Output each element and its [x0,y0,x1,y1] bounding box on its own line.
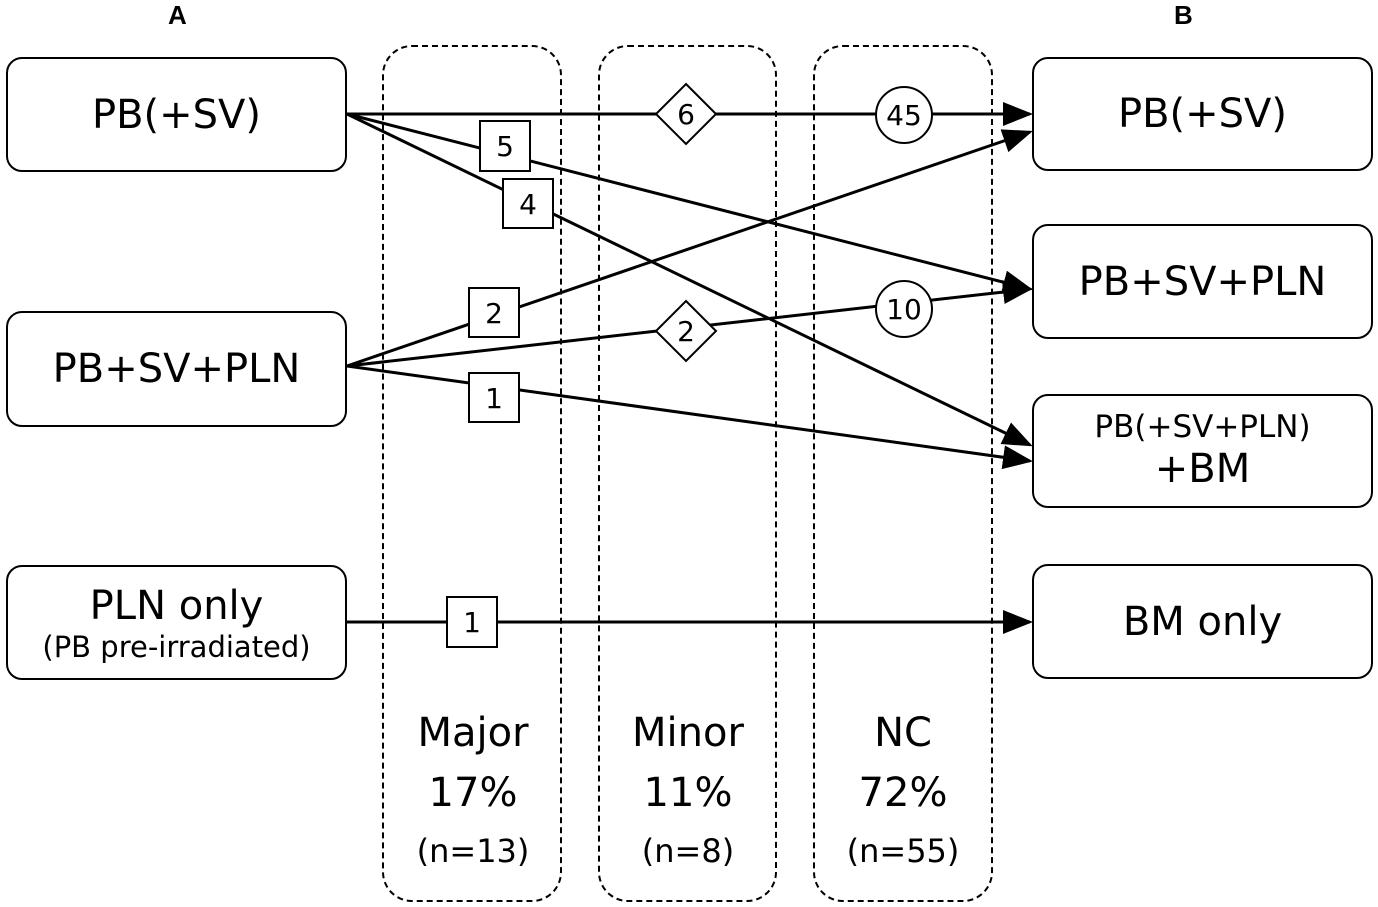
box-label: PB(+SV) [1117,91,1288,137]
box-sublabel: (PB pre-irradiated) [42,629,311,664]
count-label: 10 [886,293,922,326]
count-marker-circle: 10 [875,280,933,338]
right-box-pb-sv: PB(+SV) [1032,57,1373,171]
zone-percent: 72% [858,770,948,816]
zone-percent: 17% [428,770,518,816]
line-pbsvpln-to-pbsv [346,129,1033,368]
zone-percent: 11% [643,770,733,816]
count-marker-square: 1 [446,596,498,648]
zone-label-minor: Minor 11% (n=8) [588,703,788,879]
count-label: 5 [496,130,514,163]
count-label: 4 [519,188,537,221]
count-marker-circle: 45 [875,86,933,144]
line-pbsvpln-to-bm [346,364,1033,470]
zone-minor [598,45,777,902]
count-marker-square: 5 [479,120,531,172]
count-label: 1 [485,382,503,415]
zone-label-major: Major 17% (n=13) [373,703,573,879]
right-box-bm-only: BM only [1032,564,1373,679]
line-pbsv-to-bm [346,112,1033,447]
panel-label-b: B [1174,0,1193,30]
count-marker-square: 4 [502,178,554,229]
count-marker-square: 2 [468,287,520,338]
right-box-pb-sv-pln-bm: PB(+SV+PLN) +BM [1032,394,1373,508]
zone-count: (n=8) [641,832,735,870]
zone-label-nc: NC 72% (n=55) [803,703,1003,879]
count-label: 2 [485,297,503,330]
count-label: 6 [677,98,695,131]
box-label-bottom: +BM [1154,446,1251,492]
zone-name: Minor [632,710,744,756]
box-label: PB(+SV) [91,91,262,138]
count-marker-diamond: 2 [654,299,718,363]
zone-name: Major [417,710,529,756]
count-marker-diamond: 6 [654,82,718,146]
count-label: 45 [886,99,922,132]
zone-major [382,45,562,902]
count-label: 2 [677,315,695,348]
zone-count: (n=13) [416,832,530,870]
zone-name: NC [874,710,932,756]
panel-label-a: A [168,0,187,30]
count-label: 1 [463,606,481,639]
right-box-pb-sv-pln: PB+SV+PLN [1032,224,1373,339]
left-box-pb-sv-pln: PB+SV+PLN [6,311,347,427]
zone-nc [813,45,993,902]
line-pbsv-to-pbsvpln [346,112,1033,294]
box-label: BM only [1122,598,1283,645]
box-label: PB+SV+PLN [52,346,301,392]
box-label-top: PB(+SV+PLN) [1094,409,1311,445]
count-marker-square: 1 [468,372,520,423]
zone-count: (n=55) [846,832,960,870]
left-box-pln-only: PLN only (PB pre-irradiated) [6,565,347,680]
box-label: PLN only [89,582,264,629]
left-box-pb-sv: PB(+SV) [6,57,347,172]
box-label: PB+SV+PLN [1078,258,1327,305]
